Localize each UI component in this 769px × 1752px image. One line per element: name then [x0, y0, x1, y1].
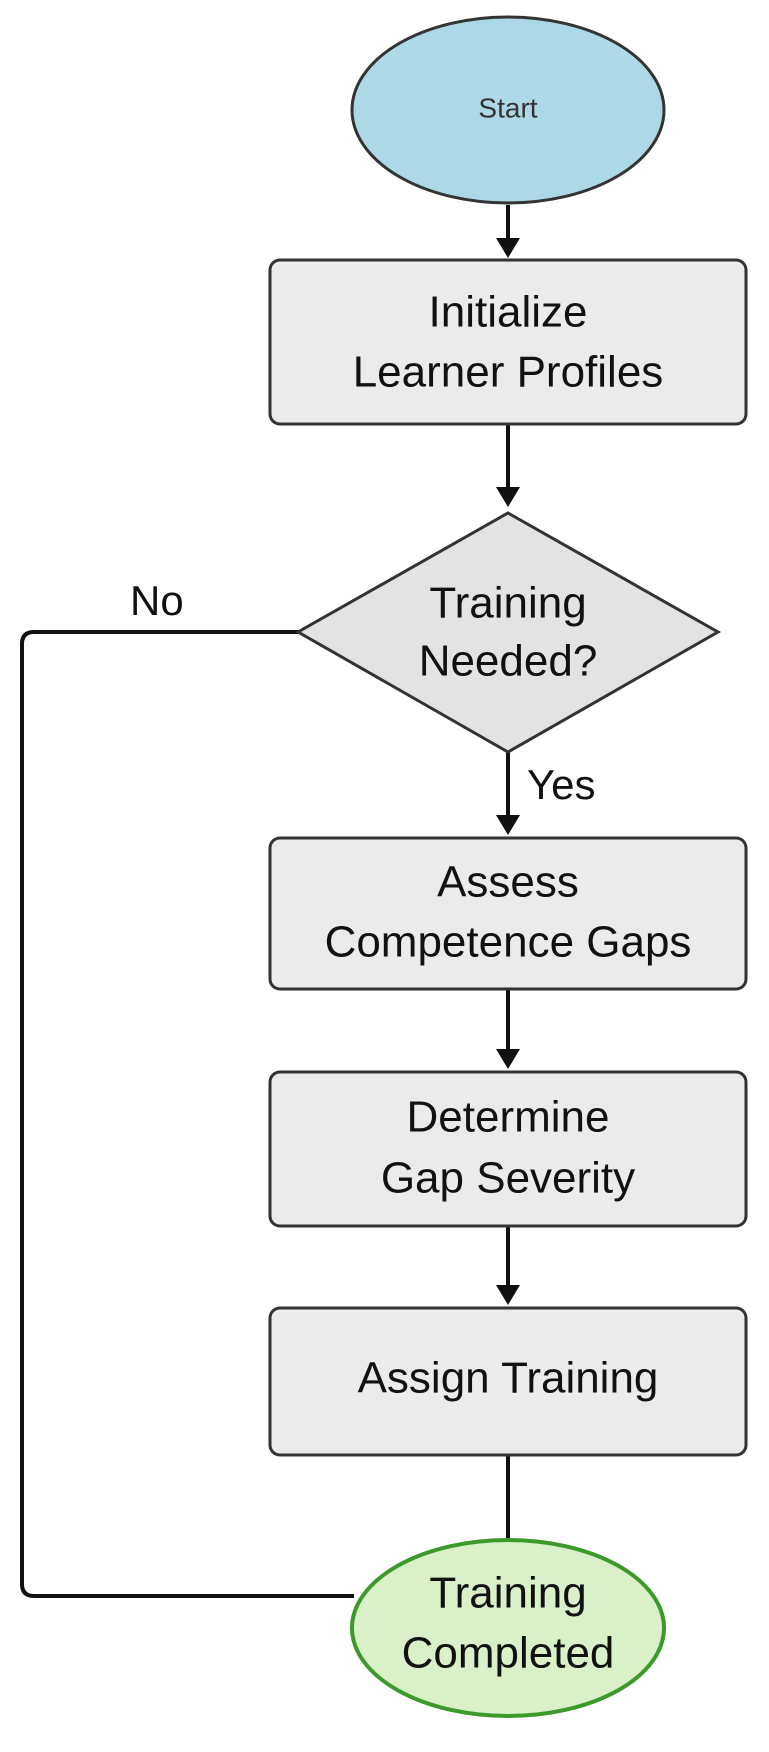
initialize-label-line1: Initialize	[429, 288, 588, 337]
connector-no-path	[20, 630, 354, 1598]
end-ellipse	[350, 1538, 666, 1718]
no-label: No	[130, 577, 184, 624]
end-label-line2: Completed	[402, 1629, 615, 1678]
decision-node: Training Needed?	[294, 511, 722, 754]
initialize-box	[268, 258, 748, 426]
arrowhead-assign	[496, 1285, 520, 1305]
determine-box	[268, 1070, 748, 1228]
arrowhead-assess	[496, 815, 520, 835]
assess-node: Assess Competence Gaps	[268, 836, 748, 991]
assess-label-line2: Competence Gaps	[325, 918, 692, 967]
yes-label: Yes	[527, 761, 596, 808]
end-label-line1: Training	[429, 1569, 586, 1618]
end-node: Training Completed	[350, 1538, 666, 1718]
determine-label-line2: Gap Severity	[381, 1154, 635, 1203]
assign-box	[268, 1306, 748, 1457]
arrowhead-determine	[496, 1049, 520, 1069]
arrowhead-initialize	[496, 238, 520, 258]
connectors	[20, 205, 520, 1598]
assign-node: Assign Training	[268, 1306, 748, 1457]
start-ellipse	[350, 15, 666, 205]
decision-diamond	[294, 511, 722, 754]
decision-label-line1: Training	[429, 579, 586, 628]
assess-box	[268, 836, 748, 991]
decision-label-line2: Needed?	[419, 637, 598, 686]
initialize-node: Initialize Learner Profiles	[268, 258, 748, 426]
assign-label: Assign Training	[358, 1354, 659, 1403]
start-label: Start	[478, 92, 537, 123]
determine-node: Determine Gap Severity	[268, 1070, 748, 1228]
arrowhead-decision	[496, 487, 520, 507]
initialize-label-line2: Learner Profiles	[353, 348, 664, 397]
assess-label-line1: Assess	[437, 858, 579, 907]
determine-label-line1: Determine	[407, 1093, 610, 1142]
start-node: Start	[350, 15, 666, 205]
